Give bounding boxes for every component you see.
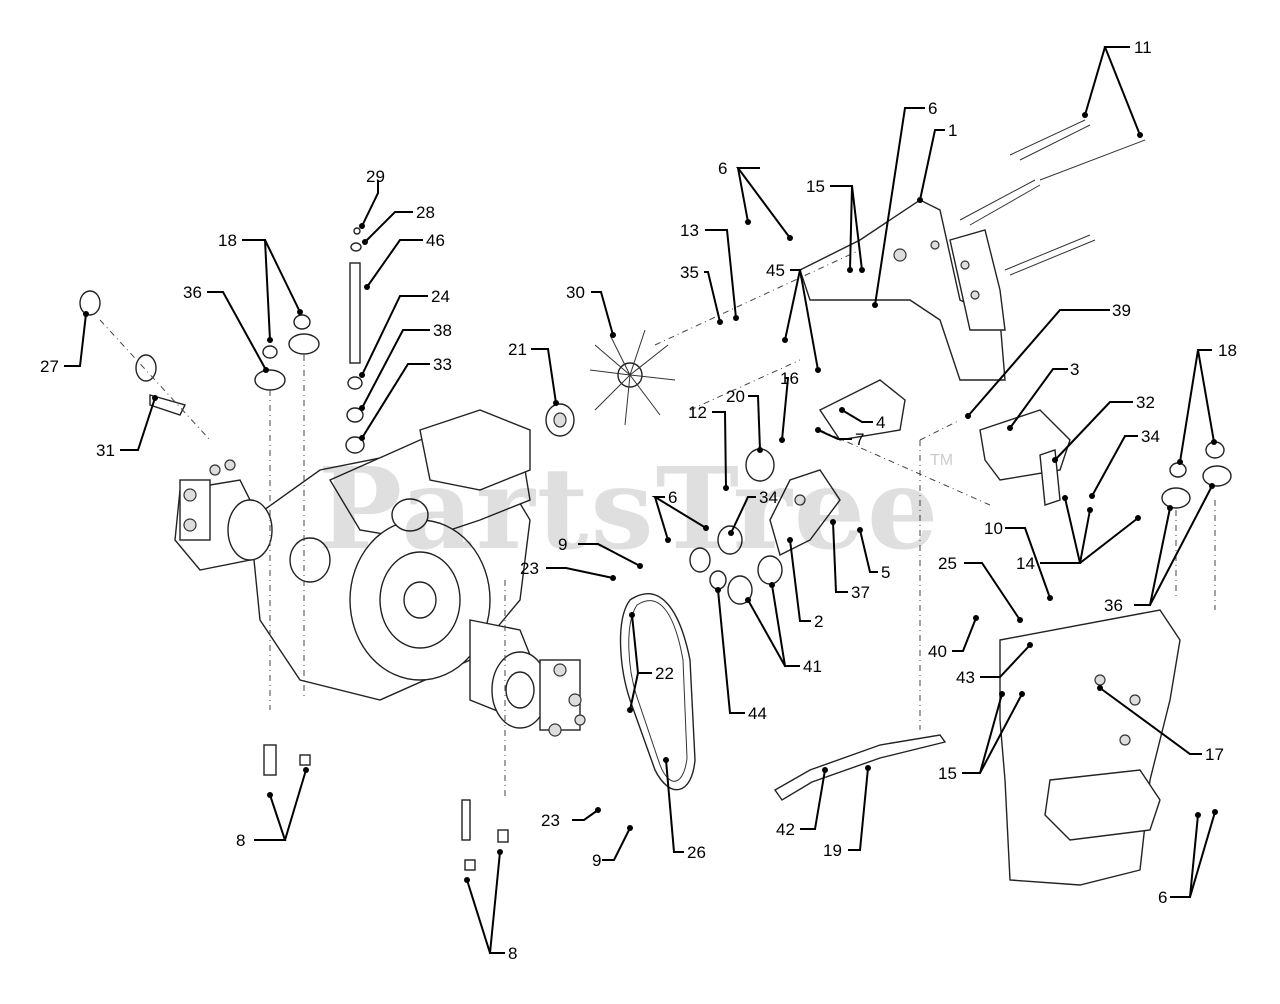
callout-34-right: 34 — [1141, 427, 1160, 446]
callout-9-bottom: 9 — [592, 851, 601, 870]
callout-11: 11 — [1134, 38, 1152, 57]
callout-5: 5 — [881, 563, 890, 582]
callout-6-bottom-right: 6 — [1158, 888, 1167, 907]
callout-18-right: 18 — [1218, 341, 1237, 360]
callout-43: 43 — [956, 668, 975, 687]
callout-25: 25 — [938, 554, 957, 573]
bracket-3 — [979, 409, 1071, 506]
callout-23-middle: 23 — [520, 559, 539, 578]
callout-44: 44 — [748, 704, 767, 723]
callout-7: 7 — [855, 430, 864, 449]
rods — [773, 734, 947, 801]
callout-15-right: 15 — [938, 764, 957, 783]
pulley-part — [545, 403, 575, 437]
alignment-lines — [99, 249, 1216, 800]
fan-part — [589, 329, 676, 426]
callout-6-top: 6 — [928, 99, 937, 118]
callout-labels: 11 6 1 6 15 29 28 46 13 45 18 35 36 30 2… — [40, 38, 1237, 963]
callout-10: 10 — [984, 519, 1003, 538]
callout-34-middle: 34 — [759, 488, 778, 507]
callout-17: 17 — [1205, 745, 1224, 764]
callout-3: 3 — [1070, 360, 1079, 379]
callout-31: 31 — [96, 441, 115, 460]
callout-46: 46 — [426, 231, 445, 250]
rod-27-31 — [79, 290, 187, 416]
callout-45: 45 — [766, 261, 785, 280]
idler-pulleys — [689, 448, 783, 605]
callout-2: 2 — [814, 612, 823, 631]
callout-20: 20 — [726, 387, 745, 406]
idler-arm — [769, 469, 841, 557]
hub-left — [179, 459, 236, 541]
callout-37: 37 — [851, 583, 870, 602]
leader-lines — [64, 46, 1216, 954]
long-bolts — [959, 119, 1146, 276]
callout-26: 26 — [687, 843, 706, 862]
pins — [263, 744, 509, 871]
callout-30: 30 — [566, 283, 585, 302]
callout-22: 22 — [655, 664, 674, 683]
watermark-trademark: TM — [930, 452, 953, 469]
callout-38: 38 — [433, 321, 452, 340]
callout-42: 42 — [776, 820, 795, 839]
callout-8-bottom: 8 — [508, 944, 517, 963]
callout-35: 35 — [680, 263, 699, 282]
callout-16: 16 — [780, 369, 799, 388]
callout-28: 28 — [416, 203, 435, 222]
bracket-upper — [799, 199, 1006, 381]
callout-32: 32 — [1136, 393, 1155, 412]
callout-6-middle: 6 — [668, 488, 677, 507]
callout-18-left: 18 — [218, 231, 237, 250]
callout-12: 12 — [688, 403, 707, 422]
callout-1: 1 — [948, 121, 957, 140]
callout-14: 14 — [1016, 554, 1035, 573]
watermark-brand: PartsTree — [318, 444, 940, 575]
callout-36-right: 36 — [1104, 596, 1123, 615]
callout-15-top: 15 — [806, 177, 825, 196]
callout-27: 27 — [40, 357, 59, 376]
callout-24: 24 — [431, 287, 450, 306]
callout-29: 29 — [366, 167, 385, 186]
callout-41: 41 — [803, 657, 822, 676]
belt-part — [619, 593, 696, 791]
callout-6-left: 6 — [718, 159, 727, 178]
callout-13: 13 — [680, 221, 699, 240]
callout-21: 21 — [508, 340, 527, 359]
callout-19: 19 — [823, 841, 842, 860]
callout-36-left: 36 — [183, 283, 202, 302]
partstree-watermark: PartsTree TM — [318, 444, 953, 575]
callout-33: 33 — [433, 355, 452, 374]
callout-8-left: 8 — [236, 831, 245, 850]
callout-4: 4 — [876, 413, 885, 432]
arrowheads — [83, 112, 1218, 883]
hub-right — [539, 659, 586, 737]
vertical-stack — [345, 227, 365, 454]
callout-23-bottom: 23 — [541, 811, 560, 830]
plate-part — [818, 379, 906, 441]
lower-frame — [999, 609, 1181, 886]
callout-40: 40 — [928, 642, 947, 661]
callout-39: 39 — [1112, 301, 1131, 320]
callout-9-middle: 9 — [558, 535, 567, 554]
